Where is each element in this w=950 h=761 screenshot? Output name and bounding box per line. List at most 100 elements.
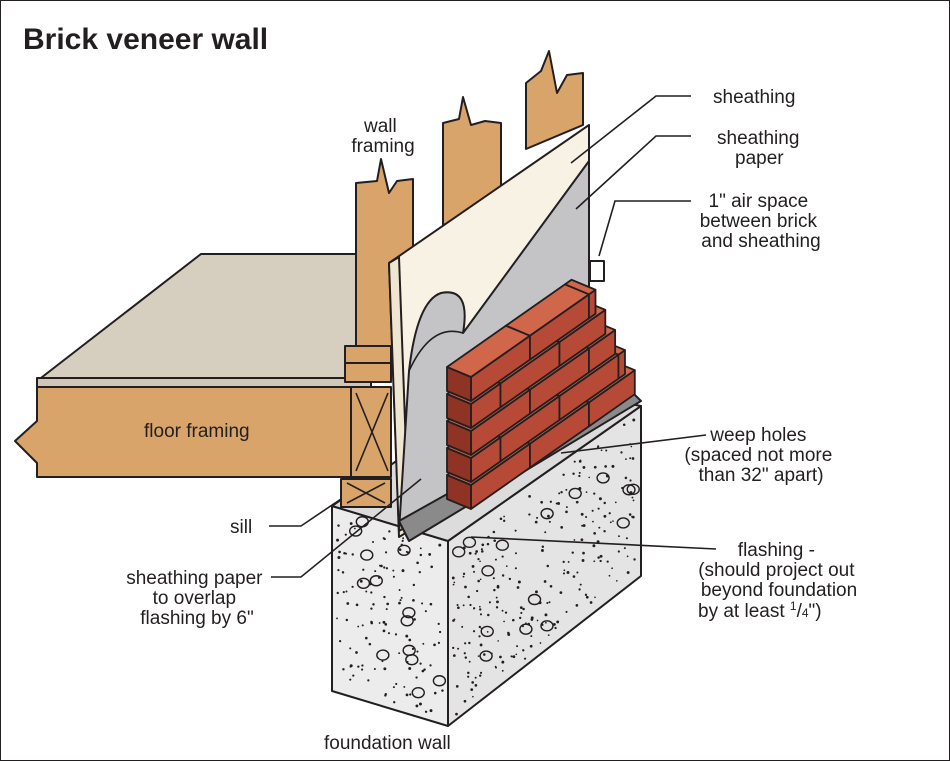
aggregate xyxy=(504,611,508,614)
aggregate xyxy=(469,603,472,607)
aggregate xyxy=(415,676,418,679)
aggregate xyxy=(464,585,467,589)
aggregate xyxy=(527,593,542,606)
aggregate xyxy=(593,560,596,563)
aggregate xyxy=(336,591,339,595)
label-flashing-last-line: by at least 1/4") xyxy=(698,599,822,622)
aggregate xyxy=(481,565,495,577)
aggregate xyxy=(492,577,495,580)
aggregate xyxy=(344,533,347,536)
aggregate xyxy=(615,580,618,582)
aggregate xyxy=(409,693,412,696)
aggregate xyxy=(608,512,611,515)
label-air-space: 1" air space between brick and sheathing xyxy=(700,191,823,252)
aggregate xyxy=(566,570,570,574)
aggregate xyxy=(517,580,521,584)
aggregate xyxy=(382,537,385,540)
label-foundation-wall: foundation wall xyxy=(324,733,451,754)
aggregate xyxy=(503,519,506,522)
aggregate xyxy=(503,515,505,518)
aggregate xyxy=(398,589,401,591)
aggregate xyxy=(429,709,433,713)
aggregate xyxy=(547,514,550,518)
aggregate xyxy=(373,667,376,671)
aggregate xyxy=(512,655,516,659)
aggregate xyxy=(482,653,486,656)
aggregate xyxy=(357,625,360,628)
aggregate xyxy=(546,602,549,605)
aggregate xyxy=(456,603,459,607)
aggregate xyxy=(472,695,474,698)
aggregate xyxy=(628,513,632,516)
aggregate xyxy=(560,526,564,529)
aggregate xyxy=(416,650,419,653)
aggregate xyxy=(605,449,608,452)
rim-joist xyxy=(350,386,392,478)
aggregate xyxy=(467,671,470,675)
aggregate xyxy=(530,616,534,620)
aggregate xyxy=(572,472,575,475)
aggregate xyxy=(411,686,425,699)
leader-sheathing xyxy=(570,95,691,164)
aggregate xyxy=(487,613,490,617)
aggregate xyxy=(626,555,629,558)
aggregate xyxy=(355,651,358,654)
aggregate xyxy=(565,506,568,509)
aggregate xyxy=(376,649,390,661)
aggregate xyxy=(342,668,345,671)
aggregate xyxy=(361,668,364,671)
aggregate xyxy=(388,530,391,533)
aggregate xyxy=(351,585,354,588)
aggregate xyxy=(372,540,375,543)
leader-weep-holes xyxy=(560,434,707,454)
aggregate xyxy=(479,650,493,662)
aggregate xyxy=(474,676,477,679)
aggregate xyxy=(361,664,364,667)
aggregate xyxy=(578,460,582,463)
aggregate xyxy=(428,553,432,556)
aggregate xyxy=(422,642,425,645)
floor-system xyxy=(14,253,392,508)
aggregate xyxy=(592,544,596,548)
aggregate xyxy=(374,570,377,573)
aggregate xyxy=(492,530,496,534)
aggregate xyxy=(338,550,341,554)
aggregate xyxy=(541,623,544,626)
aggregate xyxy=(470,688,474,691)
aggregate xyxy=(529,644,533,648)
aggregate xyxy=(467,675,470,678)
aggregate xyxy=(593,465,597,469)
aggregate xyxy=(394,633,398,636)
aggregate xyxy=(346,602,350,605)
aggregate xyxy=(419,547,422,550)
aggregate xyxy=(398,601,401,605)
aggregate xyxy=(581,559,585,562)
aggregate xyxy=(474,684,478,687)
aggregate xyxy=(477,655,480,657)
aggregate xyxy=(433,643,436,647)
aggregate xyxy=(480,625,494,638)
aggregate xyxy=(386,602,390,606)
aggregate xyxy=(481,550,484,553)
aggregate xyxy=(369,575,383,587)
aggregate xyxy=(516,645,519,648)
leader-flashing xyxy=(470,536,717,550)
aggregate xyxy=(616,517,630,529)
aggregate xyxy=(522,649,525,652)
brick-top xyxy=(564,278,597,296)
aggregate xyxy=(501,609,504,612)
aggregate xyxy=(572,575,576,578)
aggregate xyxy=(383,595,386,599)
aggregate xyxy=(580,538,584,542)
aggregate xyxy=(418,570,421,574)
aggregate xyxy=(452,583,455,586)
aggregate xyxy=(383,667,387,671)
aggregate xyxy=(495,606,499,609)
aggregate xyxy=(481,543,485,547)
aggregate xyxy=(597,507,600,510)
aggregate xyxy=(468,660,471,663)
aggregate xyxy=(575,604,579,607)
aggregate xyxy=(368,582,372,586)
label-sheathing-paper: sheathing paper xyxy=(717,128,805,169)
concrete-texture xyxy=(336,418,640,716)
